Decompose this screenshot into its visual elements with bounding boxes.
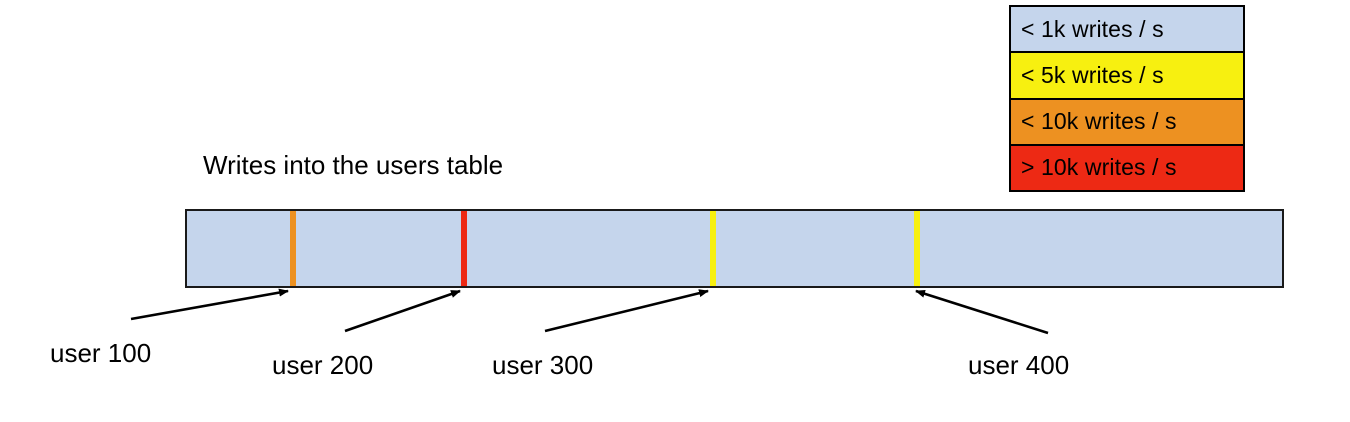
legend-label-over-10k: > 10k writes / s (1021, 154, 1177, 181)
keyspace-bar (185, 209, 1284, 288)
legend-label-under-5k: < 5k writes / s (1021, 61, 1164, 88)
arrow-user-400 (915, 289, 1049, 335)
arrow-user-300 (544, 289, 709, 333)
label-user-100: user 100 (50, 338, 152, 368)
label-user-200: user 200 (272, 350, 374, 380)
legend-row-over-10k: > 10k writes / s (1011, 145, 1243, 190)
marker-user-400 (914, 211, 920, 286)
chart-title: Writes into the users table (203, 150, 504, 180)
arrow-user-100 (130, 288, 289, 321)
legend-label-under-10k: < 10k writes / s (1021, 108, 1177, 135)
marker-user-100 (290, 211, 296, 286)
label-user-400: user 400 (968, 350, 1070, 380)
marker-user-200 (461, 211, 467, 286)
arrow-user-200 (344, 289, 461, 333)
legend-row-under-5k: < 5k writes / s (1011, 53, 1243, 100)
legend-row-under-1k: < 1k writes / s (1011, 7, 1243, 54)
marker-user-300 (710, 211, 716, 286)
label-user-300: user 300 (492, 350, 594, 380)
legend-row-under-10k: < 10k writes / s (1011, 99, 1243, 146)
legend: < 1k writes / s < 5k writes / s < 10k wr… (1009, 5, 1245, 192)
legend-label-under-1k: < 1k writes / s (1021, 15, 1164, 42)
